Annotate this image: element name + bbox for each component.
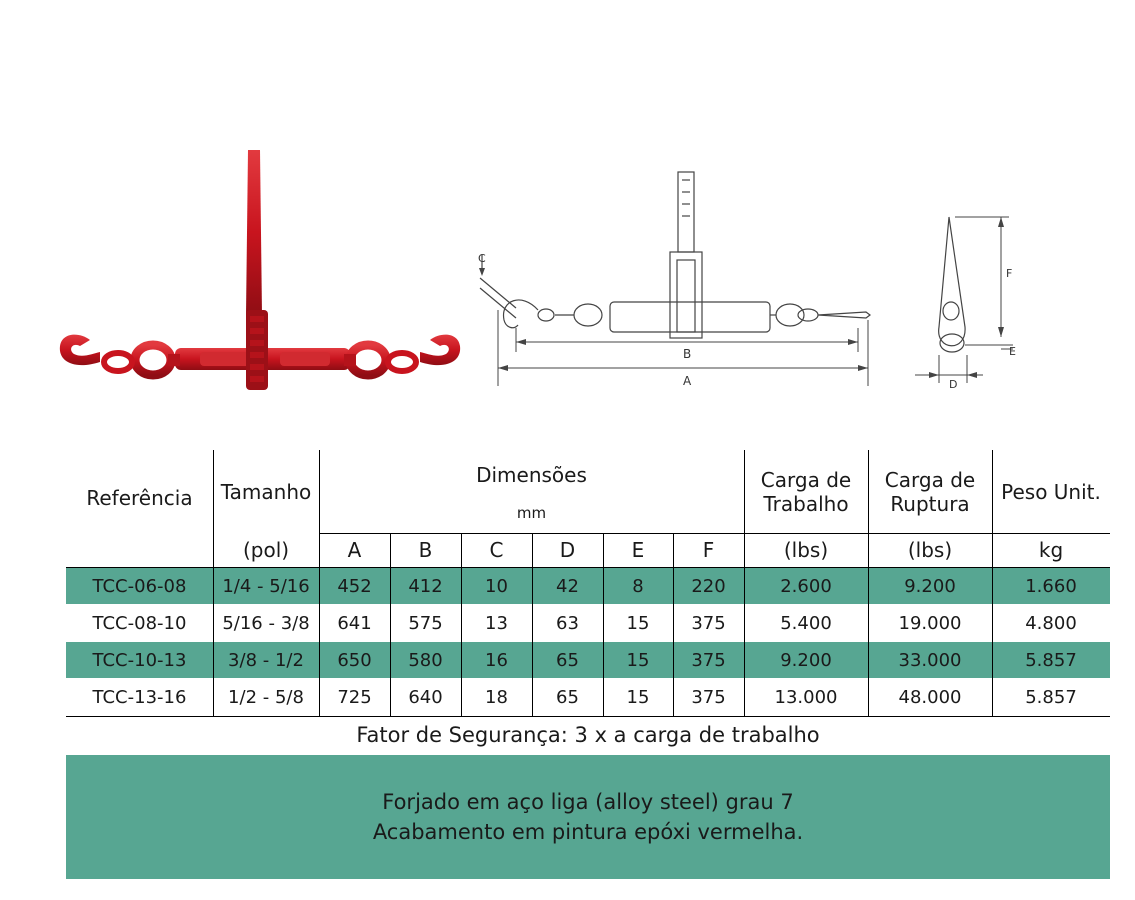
table-cell-d: 65 [556,686,579,708]
ratchet-load-binder-photo [59,150,461,390]
label-d: D [949,378,957,391]
table-cell-f: 375 [691,686,726,708]
table-cell-c: 16 [485,649,508,671]
table-cell-ref: TCC-06-08 [92,575,187,597]
subheader-e: E [631,538,645,562]
table-cell-trabalho: 5.400 [780,612,832,634]
subheader-trabalho-unit: (lbs) [783,538,829,562]
table-cell-tam: 5/16 - 3/8 [222,612,310,634]
header-carga-ruptura: Carga de Ruptura [884,467,976,516]
finish-line: Acabamento em pintura epóxi vermelha. [372,820,804,844]
header-carga-trabalho: Carga de Trabalho [760,467,852,516]
table-cell-c: 10 [485,575,508,597]
table-cell-b: 575 [408,612,443,634]
table-cell-d: 65 [556,649,579,671]
table-cell-e: 15 [626,686,650,708]
end-dimension-drawing: F E D [915,216,1016,391]
label-a: A [683,374,692,388]
table-cell-b: 412 [408,575,443,597]
table-cell-f: 220 [691,575,726,597]
table-cell-a: 650 [337,649,372,671]
label-f: F [1006,267,1012,280]
table-cell-ruptura: 9.200 [904,575,956,597]
table-cell-e: 15 [626,612,650,634]
safety-factor-note: Fator de Segurança: 3 x a carga de traba… [356,723,820,747]
header-referencia: Referência [86,485,193,510]
table-cell-tam: 1/2 - 5/8 [228,686,304,708]
table-cell-d: 63 [556,612,579,634]
table-cell-peso: 4.800 [1025,612,1077,634]
subheader-d: D [559,538,576,562]
label-b: B [683,347,691,361]
table-cell-a: 725 [337,686,372,708]
table-cell-peso: 1.660 [1025,575,1077,597]
table-cell-ruptura: 19.000 [898,612,962,634]
table-cell-c: 18 [485,686,508,708]
table-cell-ruptura: 48.000 [898,686,962,708]
table-cell-peso: 5.857 [1025,686,1077,708]
table-cell-ruptura: 33.000 [898,649,962,671]
table-cell-ref: TCC-08-10 [92,612,187,634]
subheader-peso-unit: kg [1038,538,1064,562]
label-e: E [1009,345,1016,358]
table-cell-b: 580 [408,649,443,671]
table-cell-e: 15 [626,649,650,671]
header-dimensoes-unit: mm [516,504,547,522]
table-cell-b: 640 [408,686,443,708]
header-peso: Peso Unit. [1001,479,1101,504]
table-cell-tam: 1/4 - 5/16 [222,575,310,597]
table-cell-ref: TCC-13-16 [92,686,187,708]
table-cell-trabalho: 13.000 [774,686,838,708]
table-cell-tam: 3/8 - 1/2 [228,649,304,671]
subheader-ruptura-unit: (lbs) [907,538,953,562]
material-line: Forjado em aço liga (alloy steel) grau 7 [382,789,794,814]
table-cell-a: 452 [337,575,372,597]
table-cell-d: 42 [556,575,579,597]
subheader-f: F [702,538,715,562]
subheader-tamanho-unit: (pol) [242,538,290,562]
table-cell-ref: TCC-10-13 [92,649,187,671]
table-cell-f: 375 [691,649,726,671]
header-tamanho: Tamanho [220,479,312,504]
material-banner: Forjado em aço liga (alloy steel) grau 7… [66,755,1110,879]
header-dimensoes: Dimensões [476,463,587,487]
row-highlight [66,642,1110,678]
table-cell-trabalho: 9.200 [780,649,832,671]
table-cell-peso: 5.857 [1025,649,1077,671]
table-cell-a: 641 [337,612,372,634]
table-cell-e: 8 [632,575,644,597]
table-cell-c: 13 [485,612,508,634]
subheader-b: B [418,538,433,562]
subheader-c: C [489,538,504,562]
table-cell-f: 375 [691,612,726,634]
subheader-a: A [347,538,362,562]
row-highlight [66,568,1110,604]
table-cell-trabalho: 2.600 [780,575,832,597]
side-dimension-drawing: C B A [478,171,871,388]
label-c: C [478,252,486,265]
